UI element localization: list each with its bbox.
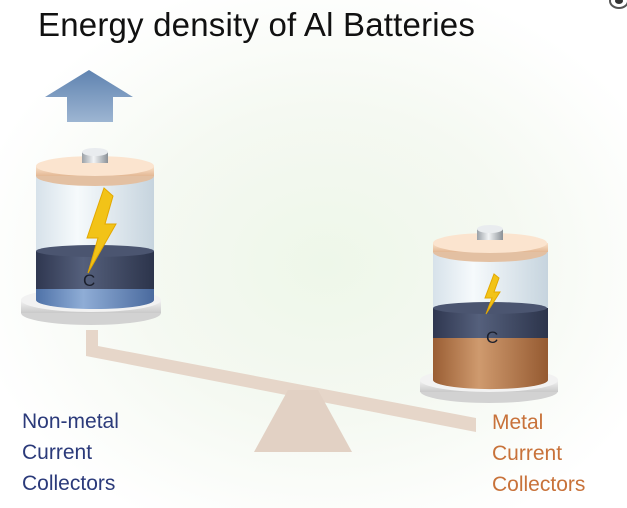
- battery-right: C: [420, 225, 558, 403]
- balance-scale-icon: [86, 330, 476, 452]
- label-right-line-3: Collectors: [492, 473, 586, 496]
- slide-title: Energy density of Al Batteries: [38, 6, 476, 43]
- label-non-metal-collectors: Non-metal Current Collectors: [22, 406, 119, 499]
- label-left-line-2: Current: [22, 441, 93, 464]
- electrode-label-right: C: [486, 328, 498, 347]
- label-metal-collectors: Metal Current Collectors: [492, 407, 585, 500]
- up-arrow-icon: [45, 70, 133, 122]
- label-right-line-1: Metal: [492, 411, 544, 434]
- label-left-line-1: Non-metal: [22, 410, 119, 433]
- electrode-label-left: C: [83, 271, 95, 290]
- collector-layer-left: [36, 289, 154, 309]
- label-right-line-2: Current: [492, 442, 563, 465]
- corner-logo-icon: [609, 0, 627, 9]
- battery-left: C: [21, 148, 161, 325]
- collector-layer-right: [433, 338, 548, 390]
- lightning-icon: [484, 273, 501, 315]
- lightning-icon: [86, 187, 117, 274]
- label-left-line-3: Collectors: [22, 472, 116, 495]
- electrode-layer: [433, 308, 548, 338]
